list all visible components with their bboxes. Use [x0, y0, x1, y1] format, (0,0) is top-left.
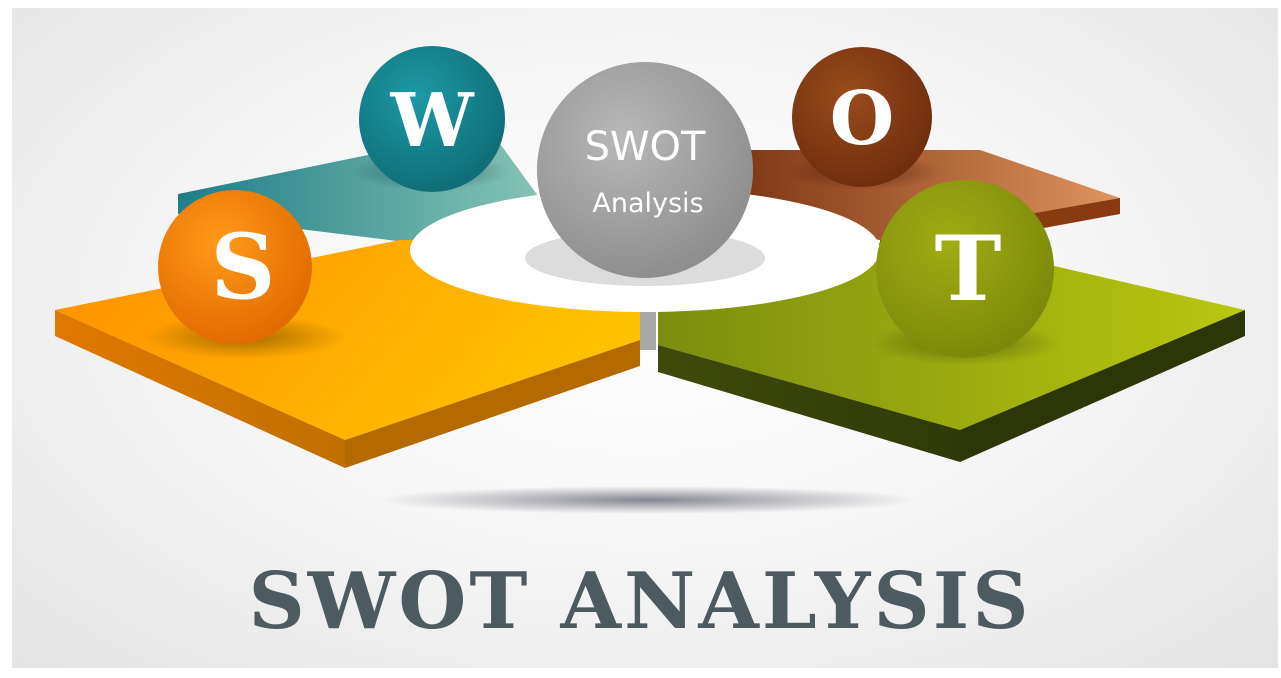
threats-letter: T: [935, 216, 1002, 322]
main-title: SWOT ANALYSIS: [248, 556, 1031, 647]
center-subtitle: Analysis: [592, 188, 703, 219]
center-stem: [640, 300, 656, 350]
center-ball: [537, 62, 753, 278]
strengths-ball: [158, 190, 312, 344]
opportunities-ball: [792, 47, 932, 187]
opportunities-letter: O: [830, 76, 894, 162]
floor-shadow: [378, 486, 918, 514]
strengths-letter: S: [211, 214, 276, 320]
weaknesses-ball: [359, 46, 505, 192]
center-title: SWOT: [585, 124, 706, 170]
threats-ball: [876, 180, 1054, 358]
weaknesses-letter: W: [389, 78, 474, 164]
